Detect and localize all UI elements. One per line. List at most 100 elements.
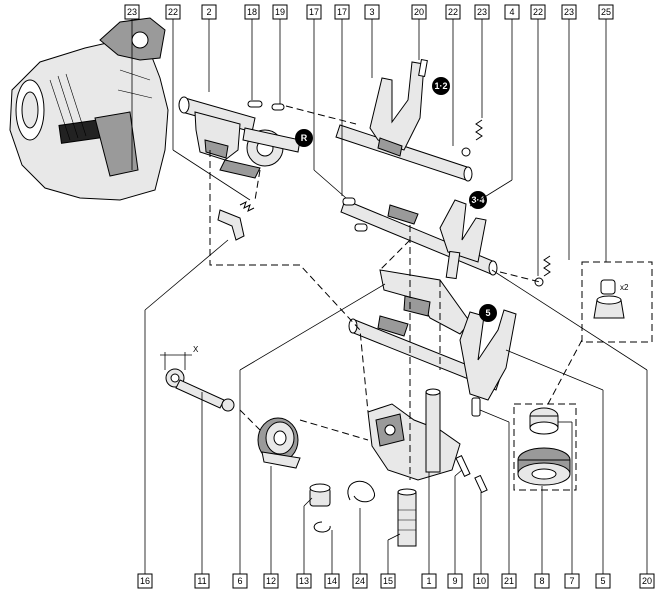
label-19: 19: [272, 4, 288, 20]
svg-text:13: 13: [299, 576, 309, 586]
pin-9: [455, 455, 471, 477]
gear-badge-5: 5: [479, 304, 497, 322]
pin-19: [271, 103, 285, 111]
label-12: 12: [263, 573, 279, 589]
bottom-leaders: [144, 239, 648, 574]
spring-22-left: [239, 201, 255, 212]
svg-text:10: 10: [476, 576, 486, 586]
svg-text:11: 11: [197, 576, 206, 586]
gear-lever-link: X: [160, 345, 235, 412]
fork-1-2: [335, 61, 473, 182]
label-16: 16: [137, 573, 153, 589]
svg-text:12: 12: [266, 576, 276, 586]
label-3: 3: [364, 4, 380, 20]
svg-text:14: 14: [327, 576, 337, 586]
bush-and-seal: [513, 403, 577, 491]
label-9: 9: [447, 573, 463, 589]
svg-text:23: 23: [477, 7, 487, 17]
pin-10: [474, 474, 488, 494]
svg-text:1: 1: [426, 576, 431, 586]
ball-22-top: [461, 147, 471, 157]
label-23-c: 23: [561, 4, 577, 20]
ball-22-mid: [534, 277, 544, 287]
gearbox-housing: [9, 17, 169, 201]
label-10: 10: [473, 573, 489, 589]
svg-text:20: 20: [414, 7, 424, 17]
svg-text:5: 5: [600, 576, 605, 586]
label-24: 24: [352, 573, 368, 589]
selector-housing: [367, 388, 461, 481]
reverse-selector-shaft: [178, 96, 301, 179]
dimension-mark: X: [193, 345, 199, 354]
bush-kit-box: x2: [581, 261, 653, 343]
pin-17-lower: [354, 223, 368, 232]
pin-21: [471, 397, 481, 417]
label-1: 1: [421, 573, 437, 589]
gear-badge-3-4: 3·4: [469, 191, 487, 209]
cup-13: [309, 483, 331, 507]
label-20-b: 20: [639, 573, 655, 589]
svg-text:25: 25: [601, 7, 611, 17]
quantity-mark: x2: [620, 283, 629, 292]
clip-16: [217, 209, 245, 241]
bearing-housing: [257, 417, 301, 469]
fork-3-4: [340, 199, 498, 280]
svg-text:18: 18: [247, 7, 257, 17]
top-labels: 23 22 2 18 19 17 17 3 20 22 23 4 22 23 2…: [124, 4, 614, 20]
svg-text:16: 16: [140, 576, 150, 586]
svg-text:17: 17: [337, 7, 347, 17]
label-20-a: 20: [411, 4, 427, 20]
label-17-a: 17: [306, 4, 322, 20]
label-13: 13: [296, 573, 312, 589]
svg-text:22: 22: [448, 7, 458, 17]
spring-23-top: [475, 119, 483, 141]
svg-text:19: 19: [275, 7, 285, 17]
label-2: 2: [201, 4, 217, 20]
label-4: 4: [504, 4, 520, 20]
label-22-c: 22: [530, 4, 546, 20]
svg-text:20: 20: [642, 576, 652, 586]
spring-23-mid: [543, 255, 551, 277]
svg-text:7: 7: [569, 576, 574, 586]
label-23-b: 23: [474, 4, 490, 20]
svg-text:6: 6: [237, 576, 242, 586]
svg-text:22: 22: [533, 7, 543, 17]
svg-text:21: 21: [504, 576, 514, 586]
circlip-14: [313, 521, 331, 533]
label-15: 15: [380, 573, 396, 589]
label-22-a: 22: [165, 4, 181, 20]
svg-text:R: R: [301, 133, 308, 143]
label-7: 7: [564, 573, 580, 589]
svg-text:3·4: 3·4: [471, 195, 484, 205]
assembly-lines: [209, 105, 583, 480]
svg-text:17: 17: [309, 7, 319, 17]
pin-17-upper: [342, 197, 356, 206]
svg-text:8: 8: [539, 576, 544, 586]
pin-18: [247, 100, 263, 108]
svg-text:24: 24: [355, 576, 365, 586]
svg-text:5: 5: [485, 308, 490, 318]
selector-block: [379, 269, 471, 335]
svg-text:3: 3: [369, 7, 374, 17]
svg-text:1·2: 1·2: [434, 81, 447, 91]
label-6: 6: [232, 573, 248, 589]
label-17-b: 17: [334, 4, 350, 20]
gear-badge-r: R: [295, 129, 313, 147]
svg-text:4: 4: [509, 7, 514, 17]
svg-text:2: 2: [206, 7, 211, 17]
plunger: [397, 488, 417, 547]
fork-5: [348, 309, 517, 401]
svg-text:23: 23: [564, 7, 574, 17]
label-18: 18: [244, 4, 260, 20]
svg-text:22: 22: [168, 7, 178, 17]
label-21: 21: [501, 573, 517, 589]
svg-text:15: 15: [383, 576, 393, 586]
svg-text:9: 9: [452, 576, 457, 586]
svg-text:23: 23: [127, 7, 137, 17]
label-14: 14: [324, 573, 340, 589]
label-5: 5: [595, 573, 611, 589]
label-22-b: 22: [445, 4, 461, 20]
bottom-labels: 16 11 6 12 13 14 24 15 1 9 10 21 8 7 5 2…: [137, 573, 655, 589]
label-8: 8: [534, 573, 550, 589]
